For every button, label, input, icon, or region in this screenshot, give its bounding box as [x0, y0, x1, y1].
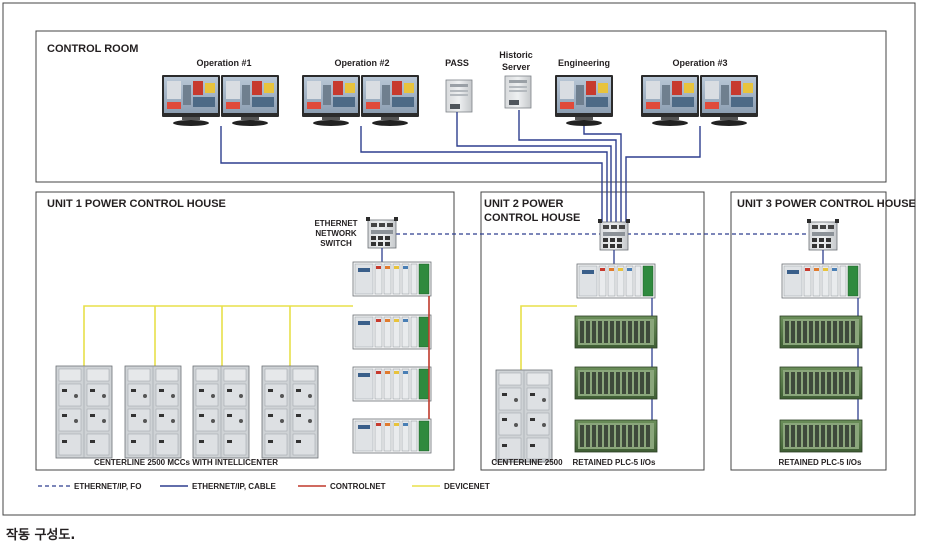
- unit3-io-rack-3: [779, 419, 863, 453]
- engineering-label: Engineering: [558, 58, 610, 68]
- unit1-mcc-caption: CENTERLINE 2500 MCCs WITH INTELLICENTER: [94, 458, 278, 467]
- unit2-mcc: [495, 369, 553, 463]
- op1-monitor-left: [162, 75, 220, 126]
- unit2-plc-chassis: [576, 263, 656, 299]
- legend: ETHERNET/IP, FO ETHERNET/IP, CABLE CONTR…: [38, 482, 490, 491]
- unit1-zone: [35, 191, 455, 471]
- op1-monitor-right: [221, 75, 279, 126]
- control-room-label: CONTROL ROOM: [47, 43, 138, 55]
- engineering-monitor: [555, 75, 613, 126]
- op3-monitor-left: [641, 75, 699, 126]
- control-room-zone: [35, 30, 887, 183]
- switch-label-line2: NETWORK: [315, 229, 357, 238]
- op3-monitor-right: [700, 75, 758, 126]
- unit2-label-line2: CONTROL HOUSE: [484, 212, 580, 224]
- legend-label-controlnet: CONTROLNET: [330, 482, 386, 491]
- unit1-plc-chassis-1: [352, 261, 432, 297]
- historic-server-icon: [504, 75, 532, 109]
- unit1-devicenet-lines: [83, 305, 353, 366]
- switch-label-line1: ETHERNET: [314, 219, 357, 228]
- unit2-mcc-caption: CENTERLINE 2500: [491, 458, 563, 467]
- switch-label-line3: SWITCH: [320, 239, 352, 248]
- op2-monitor-left: [302, 75, 360, 126]
- op2-label: Operation #2: [334, 58, 389, 68]
- unit1-label: UNIT 1 POWER CONTROL HOUSE: [47, 198, 226, 210]
- unit3-plc-chassis: [781, 263, 861, 299]
- outer-frame: [2, 2, 916, 516]
- unit3-ethernet-switch: [806, 218, 840, 251]
- unit1-plc-chassis-2: [352, 314, 432, 350]
- pass-server-icon: [445, 79, 473, 113]
- unit2-ethernet-switch: [597, 218, 631, 251]
- unit1-mcc-1: [55, 365, 113, 459]
- legend-label-cable: ETHERNET/IP, CABLE: [192, 482, 277, 491]
- pass-label: PASS: [445, 58, 469, 68]
- unit1-mcc-2: [124, 365, 182, 459]
- unit2-io-rack-1: [574, 315, 658, 349]
- unit3-io-rack-1: [779, 315, 863, 349]
- ethernet-cable-lines: [220, 110, 701, 222]
- legend-label-devicenet: DEVICENET: [444, 482, 490, 491]
- unit3-zone: [730, 191, 887, 471]
- unit3-label: UNIT 3 POWER CONTROL HOUSE: [737, 198, 916, 210]
- historic-label-line2: Server: [502, 62, 531, 72]
- unit1-ethernet-switch: [365, 216, 399, 249]
- unit1-plc-chassis-3: [352, 366, 432, 402]
- unit2-io-rack-2: [574, 366, 658, 400]
- figure-caption: 작동 구성도.: [6, 528, 76, 543]
- unit1-mcc-4: [261, 365, 319, 459]
- op3-label: Operation #3: [672, 58, 727, 68]
- unit2-plc-caption: RETAINED PLC-5 I/Os: [573, 458, 657, 467]
- unit1-mcc-3: [192, 365, 250, 459]
- unit2-devicenet-line: [520, 305, 577, 370]
- unit3-plc-caption: RETAINED PLC-5 I/Os: [779, 458, 863, 467]
- unit2-io-rack-3: [574, 419, 658, 453]
- unit2-label-line1: UNIT 2 POWER: [484, 198, 564, 210]
- legend-label-fo: ETHERNET/IP, FO: [74, 482, 141, 491]
- historic-label-line1: Historic: [499, 50, 533, 60]
- unit2-zone: [480, 191, 705, 471]
- switch-to-plc-links: [381, 248, 824, 264]
- unit1-plc-chassis-4: [352, 418, 432, 454]
- unit3-io-rack-2: [779, 366, 863, 400]
- op1-label: Operation #1: [196, 58, 251, 68]
- op2-monitor-right: [361, 75, 419, 126]
